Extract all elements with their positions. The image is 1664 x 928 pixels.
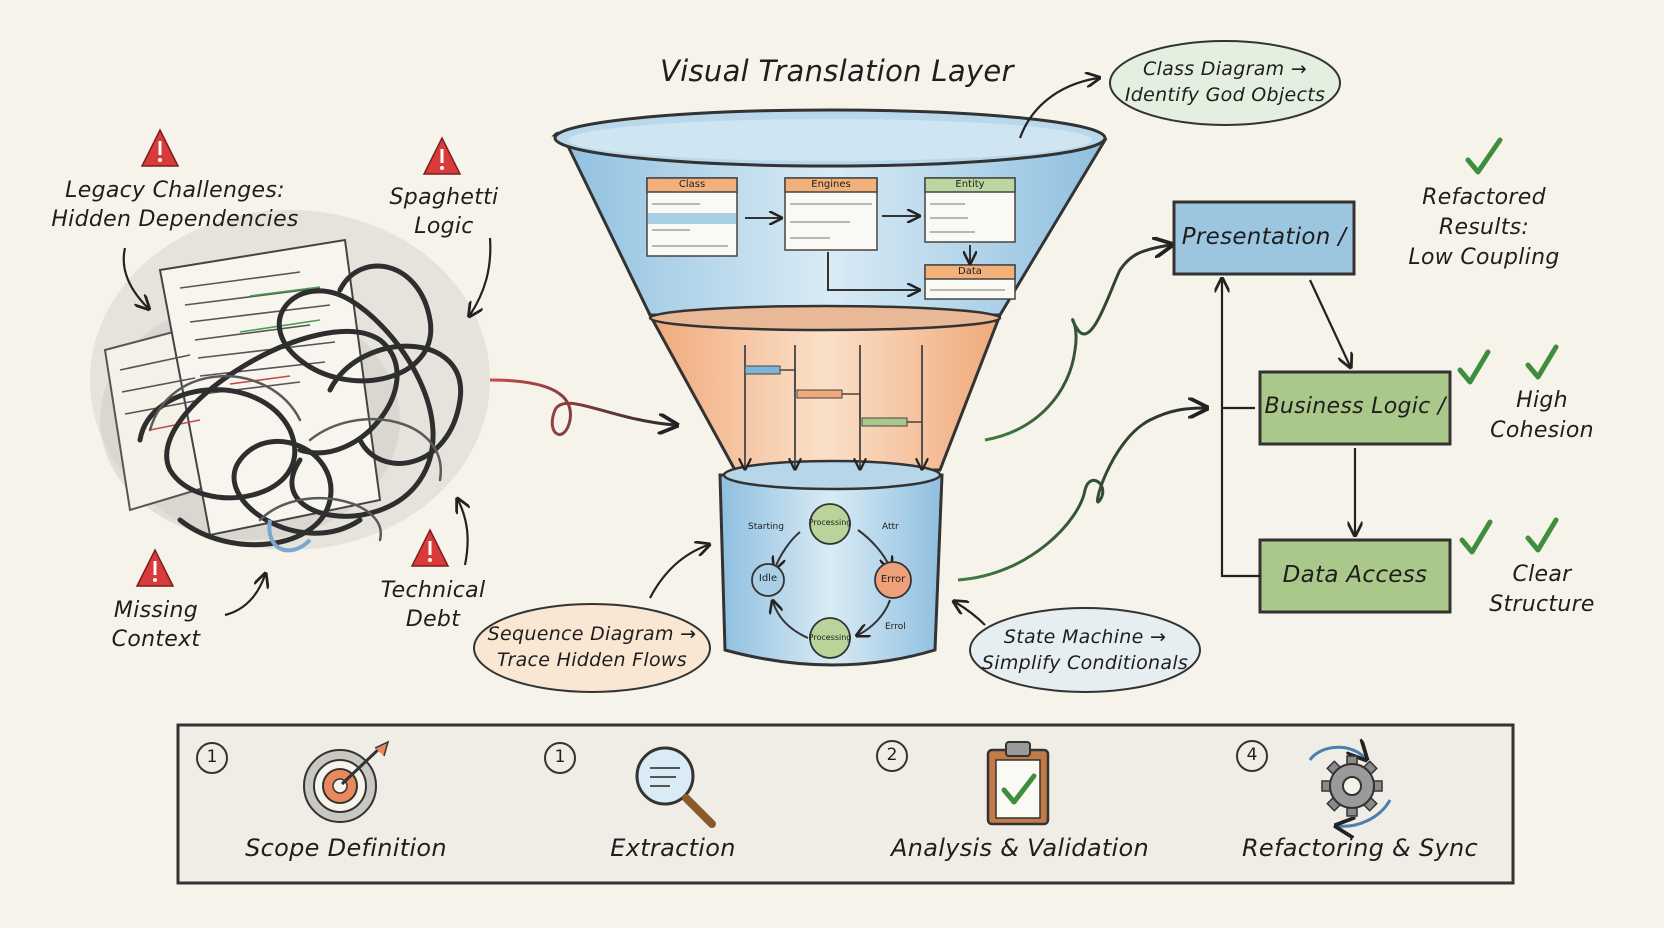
step-number: 1 [554, 747, 566, 767]
results-line3: Low Coupling [1408, 245, 1560, 270]
missing-context-label: Missing Context [112, 596, 201, 654]
state-node-label: Processing [808, 518, 852, 527]
results-structure-label: Clear Structure [1489, 560, 1595, 620]
check-icon [1525, 344, 1559, 380]
gear-sync-icon [1308, 747, 1392, 826]
state-transition-label: Errol [885, 622, 906, 632]
state-transition-label: Starting [748, 522, 784, 532]
spaghetti-line2: Logic [414, 214, 474, 239]
callout-sequence-diagram: Sequence Diagram → Trace Hidden Flows [488, 621, 697, 673]
step-number: 4 [1246, 745, 1258, 765]
layer-data-box [1258, 538, 1452, 614]
callout-state-machine: State Machine → Simplify Conditionals [982, 624, 1188, 676]
layer-business-box [1258, 370, 1452, 446]
callout-class-diagram: Class Diagram → Identify God Objects [1125, 56, 1325, 108]
legacy-challenges-label: Legacy Challenges: Hidden Dependencies [51, 176, 298, 234]
step-number-circle [1236, 740, 1268, 772]
step-number: 2 [886, 745, 898, 765]
debt-line1: Technical [380, 578, 486, 603]
layer-data-label: Data Access [1282, 562, 1428, 588]
legacy-mess-illustration [90, 210, 490, 553]
step-label: Refactoring & Sync [1241, 834, 1479, 862]
legacy-pointer-arrows [122, 237, 492, 617]
results-coupling-label: Refactored Results: Low Coupling [1408, 183, 1559, 273]
process-steps-panel [176, 723, 1515, 885]
funnel-to-business-arrow [957, 408, 1205, 582]
clipboard-icon [986, 741, 1050, 826]
check-icon [1459, 519, 1493, 555]
step-number-circle [544, 742, 576, 774]
callout-state-line1: State Machine → [1003, 626, 1167, 648]
step-number-circle [196, 742, 228, 774]
step-number-circle [876, 740, 908, 772]
funnel-to-presentation-arrow [984, 245, 1170, 442]
warning-icon [410, 528, 450, 567]
missing-line1: Missing [113, 598, 199, 623]
callout-state-line2: Simplify Conditionals [981, 652, 1189, 674]
cohesion-line1: High [1516, 388, 1568, 413]
class-diagram [646, 177, 1016, 300]
results-cohesion-label: High Cohesion [1490, 386, 1594, 446]
spaghetti-line1: Spaghetti [389, 185, 499, 210]
layer-business-label: Business Logic / [1264, 394, 1446, 419]
check-icon [1525, 517, 1559, 553]
structure-line2: Structure [1489, 592, 1595, 617]
cohesion-line2: Cohesion [1490, 418, 1594, 443]
class-box-title: Data [958, 266, 982, 277]
layer-arrows [1222, 280, 1355, 578]
callout-sequence-line2: Trace Hidden Flows [497, 649, 687, 671]
layer-presentation-box [1172, 200, 1356, 276]
warning-icon [135, 548, 175, 587]
class-box-title: Class [678, 179, 706, 190]
callout-class-line1: Class Diagram → [1142, 58, 1308, 80]
state-machine-diagram [751, 503, 912, 659]
callout-pointer-arrows [649, 78, 1098, 626]
callout-class-line2: Identify God Objects [1124, 84, 1326, 106]
callout-sequence-line1: Sequence Diagram → [487, 623, 697, 645]
results-line2: Results: [1438, 215, 1530, 240]
step-label: Scope Definition [245, 834, 447, 862]
callout-class-bubble [1109, 40, 1341, 126]
results-line1: Refactored [1422, 185, 1546, 210]
warning-icon [422, 136, 462, 175]
layer-presentation-label: Presentation / [1181, 224, 1347, 250]
diagram-title: Visual Translation Layer [660, 54, 1014, 88]
structure-line1: Clear [1512, 562, 1572, 587]
missing-line2: Context [111, 627, 201, 652]
step-number: 1 [206, 747, 218, 767]
callout-state-bubble [969, 607, 1201, 693]
state-node-label: Idle [758, 573, 778, 584]
warning-icon [140, 128, 180, 167]
legacy-challenges-line2: Hidden Dependencies [51, 207, 299, 232]
sequence-diagram [745, 345, 922, 468]
debt-line2: Debt [405, 607, 461, 632]
technical-debt-label: Technical Debt [381, 576, 486, 634]
class-box-title: Entity [955, 179, 985, 190]
class-box-title: Engines [811, 179, 851, 190]
state-node-label: Error [880, 574, 906, 585]
state-transition-label: Attr [882, 522, 899, 532]
check-icon [1465, 137, 1503, 175]
check-icon [1457, 349, 1491, 385]
legacy-challenges-line1: Legacy Challenges: [65, 178, 285, 203]
spaghetti-logic-label: Spaghetti Logic [390, 183, 499, 241]
callout-sequence-bubble [473, 603, 711, 693]
target-icon [303, 740, 390, 823]
step-label: Analysis & Validation [891, 834, 1149, 862]
legacy-to-funnel-arrow [489, 378, 675, 436]
magnifier-icon [635, 746, 716, 828]
step-label: Extraction [610, 834, 736, 862]
state-node-label: Processing [808, 633, 852, 642]
